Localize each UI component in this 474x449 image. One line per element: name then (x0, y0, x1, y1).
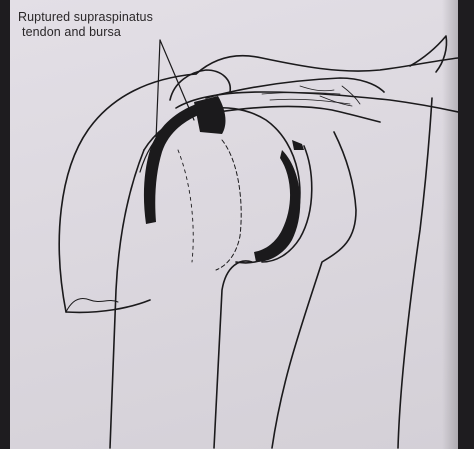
figure-annotation: Ruptured supraspinatus tendon and bursa (18, 10, 153, 40)
supraspinatus-muscle-top (206, 78, 384, 98)
scapula-lateral-border (398, 98, 432, 448)
page-edge-shadow (442, 0, 458, 449)
scapula-outline (272, 132, 356, 448)
book-page: Ruptured supraspinatus tendon and bursa (10, 0, 458, 449)
ruptured-tendon-fill (194, 96, 225, 134)
anatomical-neck-dashed (216, 140, 241, 270)
head-inner-line (178, 150, 193, 262)
deltoid-outline (59, 74, 196, 312)
deltoid-inner-edge (66, 300, 150, 312)
articular-cartilage-fill (254, 150, 300, 262)
humerus-shaft-right (214, 261, 252, 448)
humerus-shaft (110, 150, 144, 448)
supraspinatus-muscle-bottom (218, 106, 380, 122)
shoulder-anatomy-illustration (10, 0, 458, 449)
label-leader-left (156, 40, 160, 140)
annotation-line-2: tendon and bursa (18, 25, 153, 40)
annotation-line-1: Ruptured supraspinatus (18, 10, 153, 25)
acromion-upper (196, 56, 458, 74)
glenoid-labrum-fill (292, 140, 304, 150)
